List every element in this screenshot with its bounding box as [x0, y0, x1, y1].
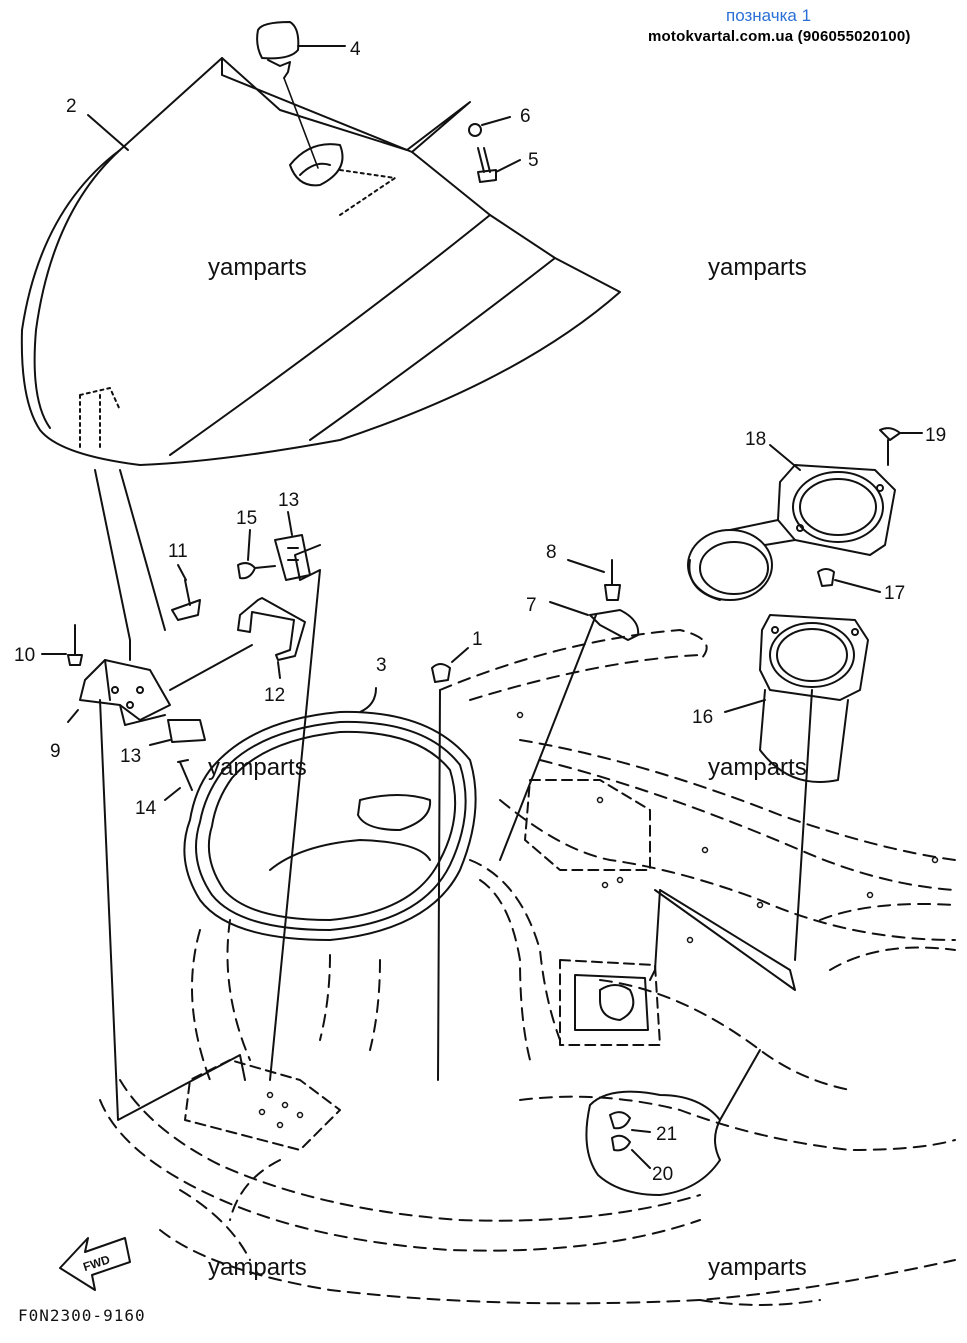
diagram-code: F0N2300-9160: [18, 1306, 146, 1325]
callout-17: 17: [884, 583, 905, 604]
callout-6: 6: [520, 106, 531, 127]
bracket-part-7: [589, 609, 640, 641]
watermark: yamparts: [208, 254, 307, 281]
callout-11: 11: [168, 541, 188, 562]
fwd-arrow-icon: [59, 1237, 131, 1291]
hatch-cover: [20, 57, 621, 466]
washer-part-6: [468, 123, 482, 137]
callout-18: 18: [745, 429, 766, 450]
watermark: yamparts: [208, 754, 307, 781]
callout-21: 21: [656, 1124, 677, 1145]
watermark: yamparts: [208, 1254, 307, 1281]
knob-part-4: [256, 21, 346, 169]
screw-part-5: [477, 147, 521, 183]
watermark: yamparts: [708, 754, 807, 781]
callout-8: 8: [546, 542, 557, 563]
watermark: yamparts: [708, 1254, 807, 1281]
screw-part-19: [879, 427, 901, 466]
callout-9: 9: [50, 741, 61, 762]
bolt-part-15: [237, 562, 276, 580]
callout-19: 19: [925, 425, 946, 446]
callout-12: 12: [264, 685, 285, 706]
callout-15: 15: [236, 508, 257, 529]
handle-part-12: [237, 597, 306, 661]
page-title[interactable]: позначка 1: [726, 6, 812, 25]
drain-plate: [585, 1090, 721, 1196]
site-reference: motokvartal.com.ua (906055020100): [648, 28, 911, 45]
callout-10: 10: [14, 645, 35, 666]
pin-part-10: [67, 624, 83, 666]
callout-20: 20: [652, 1164, 673, 1185]
callout-2: 2: [66, 96, 77, 117]
pin-part-14: [177, 759, 193, 791]
hull-outline: [99, 629, 956, 1306]
callout-13b: 13: [120, 746, 141, 767]
seal-part-3: [183, 687, 477, 941]
plate-part-13-lower: [167, 719, 206, 743]
callout-16: 16: [692, 707, 713, 728]
callout-13a: 13: [278, 490, 299, 511]
flange-part-18: [687, 444, 896, 601]
rivet-part-8: [604, 559, 621, 601]
screw-part-11: [171, 579, 201, 621]
hinge-bracket-part-9: [67, 659, 171, 726]
callout-4: 4: [350, 39, 361, 60]
plug-part-1: [431, 663, 451, 683]
plate-part-13-upper: [274, 534, 311, 581]
plug-part-17: [817, 568, 835, 587]
callout-1: 1: [472, 629, 483, 650]
callout-3: 3: [376, 655, 387, 676]
callout-5: 5: [528, 150, 539, 171]
callout-7: 7: [526, 595, 537, 616]
callout-14: 14: [135, 798, 157, 819]
watermark: yamparts: [708, 254, 807, 281]
fwd-label: FWD: [81, 1252, 112, 1274]
duct-part-16: [724, 614, 869, 961]
